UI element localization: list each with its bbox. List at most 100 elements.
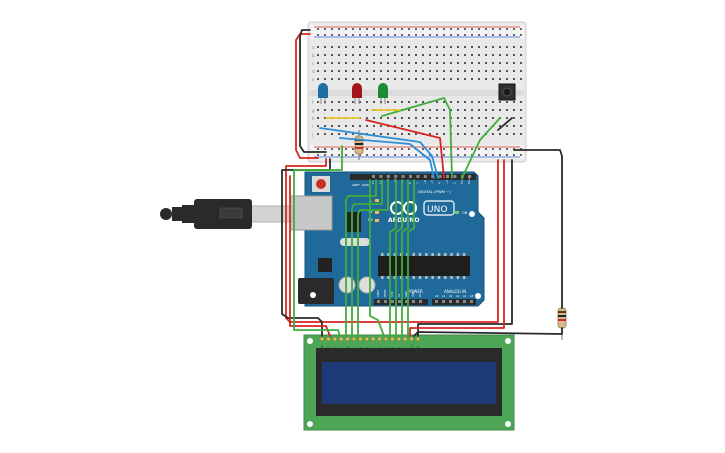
center-channel <box>310 90 524 96</box>
wire-green-lcd-6 <box>395 179 403 337</box>
wire-green-lcd-2 <box>345 179 377 337</box>
row-label-i: i <box>312 124 313 129</box>
pushbutton <box>498 83 516 101</box>
led-blue <box>318 83 328 104</box>
reset-button <box>316 179 326 189</box>
usb-cable <box>160 199 293 229</box>
power-pin-5: GND <box>412 291 415 297</box>
analog-pin-A2: A2 <box>449 294 453 298</box>
lcd-pin-6: D0 <box>359 346 362 350</box>
lcd-pin-11: D5 <box>391 346 394 350</box>
row-label-h: h <box>312 116 315 121</box>
analog-pin-A3: A3 <box>456 294 460 298</box>
arduino-model: UNO <box>427 205 447 215</box>
power-label: POWER <box>408 289 423 294</box>
wire-black-rail-left <box>299 29 327 153</box>
lcd-pin-1: VCC <box>327 345 330 350</box>
row-label-g: g <box>312 108 315 113</box>
led-red <box>352 83 362 104</box>
aref-label: AREF <box>352 183 360 187</box>
lcd-pin-5: E <box>353 348 356 350</box>
digital-pin-5: 8 <box>408 182 412 184</box>
lcd-pin-13: D7 <box>404 346 407 350</box>
wire-black-resistor <box>413 327 563 337</box>
lcd-pin-7: D1 <box>366 346 369 350</box>
digital-pin-11: 2 <box>452 182 456 184</box>
lcd-pin-3: RS <box>340 346 343 350</box>
row-label-e: e <box>312 77 315 82</box>
wire-green-lcd-3 <box>351 179 383 337</box>
row-label-j: j <box>311 132 313 137</box>
breadboard-holes <box>317 28 522 156</box>
analog-pin-A5: A5 <box>470 294 474 298</box>
analog-label: ANALOG IN <box>444 289 466 294</box>
wire-green-lcd-7 <box>401 179 409 337</box>
wire-green-lcd-4 <box>357 179 389 337</box>
row-label-b: b <box>312 53 315 58</box>
wire-red-right <box>409 159 505 337</box>
lcd-pin-9: D3 <box>379 346 382 350</box>
power-pin-1: RESET <box>384 289 387 297</box>
wire-green-lcd-1 <box>293 145 343 337</box>
led-group <box>318 83 388 104</box>
digital-pin-8: ~5 <box>430 180 434 184</box>
power-pin-6: Vin <box>419 293 422 297</box>
lcd-pin-4: RW <box>347 346 350 350</box>
digital-pin-10: ~3 <box>445 180 449 184</box>
analog-pin-A0: A0 <box>435 294 439 298</box>
row-label-a: a <box>312 45 315 50</box>
digital-header <box>350 174 476 180</box>
arduino-uno-board: ARDUINO UNO DIGITAL (PWM ~) ANALOG IN PO… <box>289 171 485 307</box>
lcd-pin-15: LED- <box>417 345 420 350</box>
wire-blue-2 <box>339 137 435 179</box>
analog-header <box>432 299 476 305</box>
lcd-pin-14: LED+ <box>411 344 414 350</box>
power-pin-4: GND <box>405 291 408 297</box>
wire-red-led <box>365 119 445 179</box>
wire-green-led <box>381 97 453 179</box>
row-label-c: c <box>312 61 314 66</box>
digital-pin-1: 12 <box>378 180 382 184</box>
wire-blue-led <box>319 127 439 179</box>
lcd-pin-8: D2 <box>372 346 375 350</box>
l-label: L <box>370 199 372 203</box>
analog-pin-A4: A4 <box>463 294 467 298</box>
lcd-pin-0: GND <box>321 345 324 350</box>
power-pin-0: IOREF <box>377 289 380 297</box>
lcd-screen <box>322 362 496 404</box>
gnd-label: GND <box>362 183 370 187</box>
power-jack <box>298 278 334 304</box>
lcd-pin-12: D6 <box>398 346 401 350</box>
row-label-f: f <box>312 100 314 105</box>
atmega-chip <box>378 256 470 276</box>
digital-pin-9: 4 <box>438 182 442 184</box>
wire-green-lcd-8 <box>407 179 415 337</box>
wire-black-diag <box>497 117 513 131</box>
wire-red-5v <box>285 158 499 323</box>
row-label-d: d <box>312 69 315 74</box>
power-pin-3: 5V <box>398 293 401 297</box>
digital-pin-0: 13 <box>371 180 375 184</box>
wire-green-lcd-5 <box>389 179 397 337</box>
power-pin-2: 3.3V <box>391 291 394 297</box>
wire-green-button <box>461 117 501 179</box>
arduino-logo <box>390 201 417 215</box>
on-label: ON <box>462 211 468 215</box>
power-pin-labels: IOREF RESET 3.3V 5V GND GND Vin <box>377 289 422 303</box>
digital-label: DIGITAL (PWM ~) <box>418 189 451 194</box>
wire-black-button <box>513 149 563 309</box>
analog-pin-A1: A1 <box>442 294 446 298</box>
wire-green-lcd-9 <box>369 179 385 337</box>
top-power-rail <box>310 25 524 39</box>
wire-black-right <box>417 159 513 337</box>
digital-pin-6: 7 <box>415 182 419 184</box>
arduino-brand: ARDUINO <box>388 217 419 224</box>
digital-pin-7: ~6 <box>423 180 427 184</box>
wire-red-rail-left <box>295 33 319 159</box>
